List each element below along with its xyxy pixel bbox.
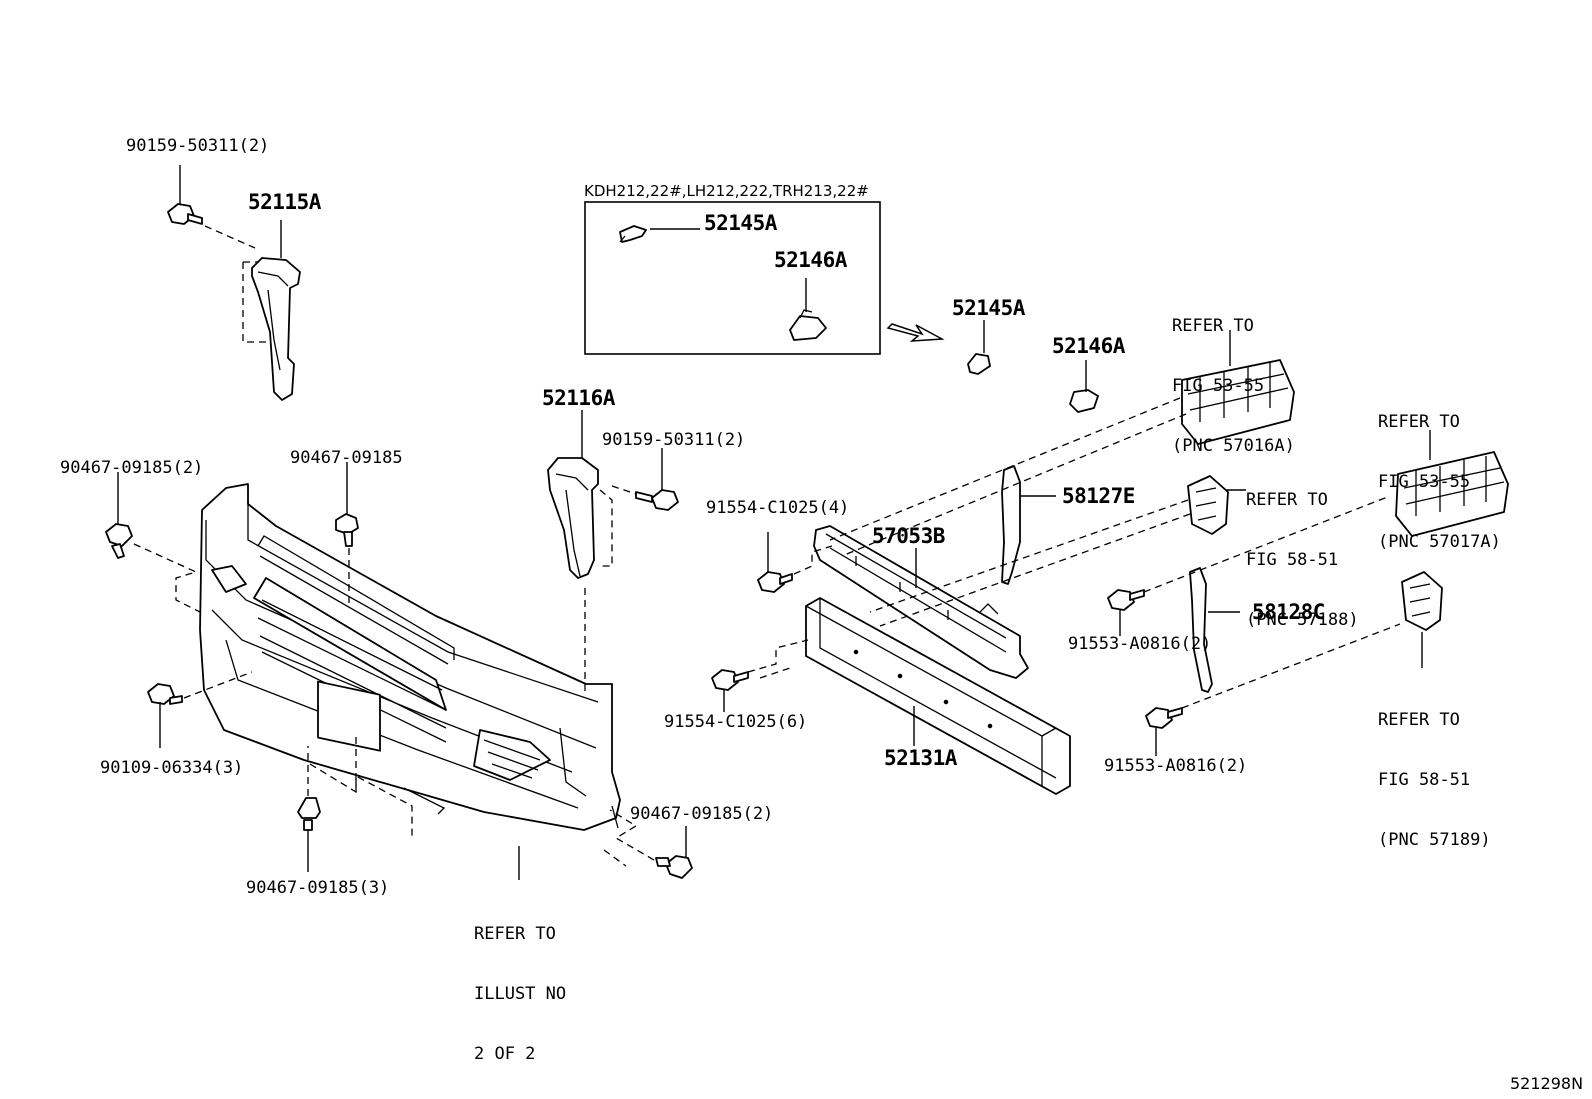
label-52131A[interactable]: 52131A xyxy=(884,746,957,770)
bolt-90159-right xyxy=(611,448,679,511)
model-variant-note: KDH212,22#,LH212,222,TRH213,22# xyxy=(584,182,869,200)
label-58128C[interactable]: 58128C xyxy=(1252,600,1325,624)
label-91554-C1025-lower[interactable]: 91554-C1025(6) xyxy=(664,712,808,732)
refer-57189-line2: FIG 58-51 xyxy=(1378,770,1471,790)
label-52115A[interactable]: 52115A xyxy=(248,190,321,214)
bolt-91553-upper xyxy=(1107,495,1391,636)
retainer-57053B xyxy=(813,525,1029,679)
refer-57016A[interactable]: REFER TO FIG 53-55 (PNC 57016A) xyxy=(1172,276,1295,476)
clip-90467-left xyxy=(105,472,201,613)
label-52146A-boxed[interactable]: 52146A xyxy=(774,248,847,272)
stay-58128C xyxy=(1189,567,1240,693)
refer-illust-line1: REFER TO xyxy=(474,924,556,944)
bracket-52115A xyxy=(242,220,301,401)
refer-57189-line1: REFER TO xyxy=(1378,710,1460,730)
bolt-91554-lower xyxy=(711,639,809,712)
clip-52145A xyxy=(967,320,991,375)
bracket-52146A xyxy=(1069,360,1099,413)
label-52116A[interactable]: 52116A xyxy=(542,386,615,410)
clip-90467-top xyxy=(335,462,359,604)
label-58127E[interactable]: 58127E xyxy=(1062,484,1135,508)
label-91554-C1025-upper[interactable]: 91554-C1025(4) xyxy=(706,498,850,518)
label-91553-A0816-upper[interactable]: 91553-A0816(2) xyxy=(1068,634,1212,654)
label-52145A-boxed[interactable]: 52145A xyxy=(704,211,777,235)
bolt-91554-upper xyxy=(757,532,833,593)
bracket-52116A xyxy=(547,410,613,692)
refer-57017A[interactable]: REFER TO FIG 53-55 (PNC 57017A) xyxy=(1378,372,1501,572)
label-90467-09185-right[interactable]: 90467-09185(2) xyxy=(630,804,774,824)
refer-57016A-line1: REFER TO xyxy=(1172,316,1254,336)
refer-57188-line2: FIG 58-51 xyxy=(1246,550,1339,570)
clip-90467-right xyxy=(603,809,693,879)
bracket-ref-57017A xyxy=(1395,430,1509,537)
figure-code: 521298N xyxy=(1510,1074,1584,1093)
bracket-ref-57189 xyxy=(1401,571,1443,668)
refer-57189-line3: (PNC 57189) xyxy=(1378,830,1491,850)
label-90159-50311-left[interactable]: 90159-50311(2) xyxy=(126,136,270,156)
bolt-90159-left xyxy=(167,165,256,249)
stay-58127E xyxy=(1001,465,1056,585)
reinforcement-52131A xyxy=(805,597,1071,795)
refer-57017A-line2: FIG 53-55 xyxy=(1378,472,1471,492)
label-90159-50311-right[interactable]: 90159-50311(2) xyxy=(602,430,746,450)
bolt-90109 xyxy=(147,671,253,748)
label-57053B[interactable]: 57053B xyxy=(872,524,945,548)
refer-illust-2-of-2[interactable]: REFER TO ILLUST NO 2 OF 2 xyxy=(474,884,566,1084)
refer-illust-line2: ILLUST NO xyxy=(474,984,567,1004)
arrow-icon xyxy=(886,323,945,342)
label-90109-06334[interactable]: 90109-06334(3) xyxy=(100,758,244,778)
front-bumper-cover xyxy=(199,483,621,831)
clip-52145A-boxed xyxy=(619,225,700,243)
label-91553-A0816-lower[interactable]: 91553-A0816(2) xyxy=(1104,756,1248,776)
refer-57188-line3: (PNC 57188) xyxy=(1246,610,1359,630)
model-variant-box xyxy=(584,201,881,355)
label-52145A[interactable]: 52145A xyxy=(952,296,1025,320)
refer-57188-line1: REFER TO xyxy=(1246,490,1328,510)
bolt-91553-lower xyxy=(1145,623,1401,756)
refer-57017A-line3: (PNC 57017A) xyxy=(1378,532,1501,552)
bracket-52146A-boxed xyxy=(789,278,827,341)
label-90467-09185-bottom[interactable]: 90467-09185(3) xyxy=(246,878,390,898)
bracket-ref-57188 xyxy=(869,475,1246,627)
label-52146A[interactable]: 52146A xyxy=(1052,334,1125,358)
refer-57188[interactable]: REFER TO FIG 58-51 (PNC 57188) xyxy=(1246,450,1359,650)
refer-57189[interactable]: REFER TO FIG 58-51 (PNC 57189) xyxy=(1378,670,1491,870)
label-90467-09185-top[interactable]: 90467-09185 xyxy=(290,448,403,468)
refer-57017A-line1: REFER TO xyxy=(1378,412,1460,432)
bracket-ref-57016A xyxy=(829,330,1295,557)
refer-57016A-line3: (PNC 57016A) xyxy=(1172,436,1295,456)
refer-illust-line3: 2 OF 2 xyxy=(474,1044,536,1064)
label-90467-09185-left[interactable]: 90467-09185(2) xyxy=(60,458,204,478)
refer-57016A-line2: FIG 53-55 xyxy=(1172,376,1265,396)
clip-90467-bottom xyxy=(297,736,413,872)
